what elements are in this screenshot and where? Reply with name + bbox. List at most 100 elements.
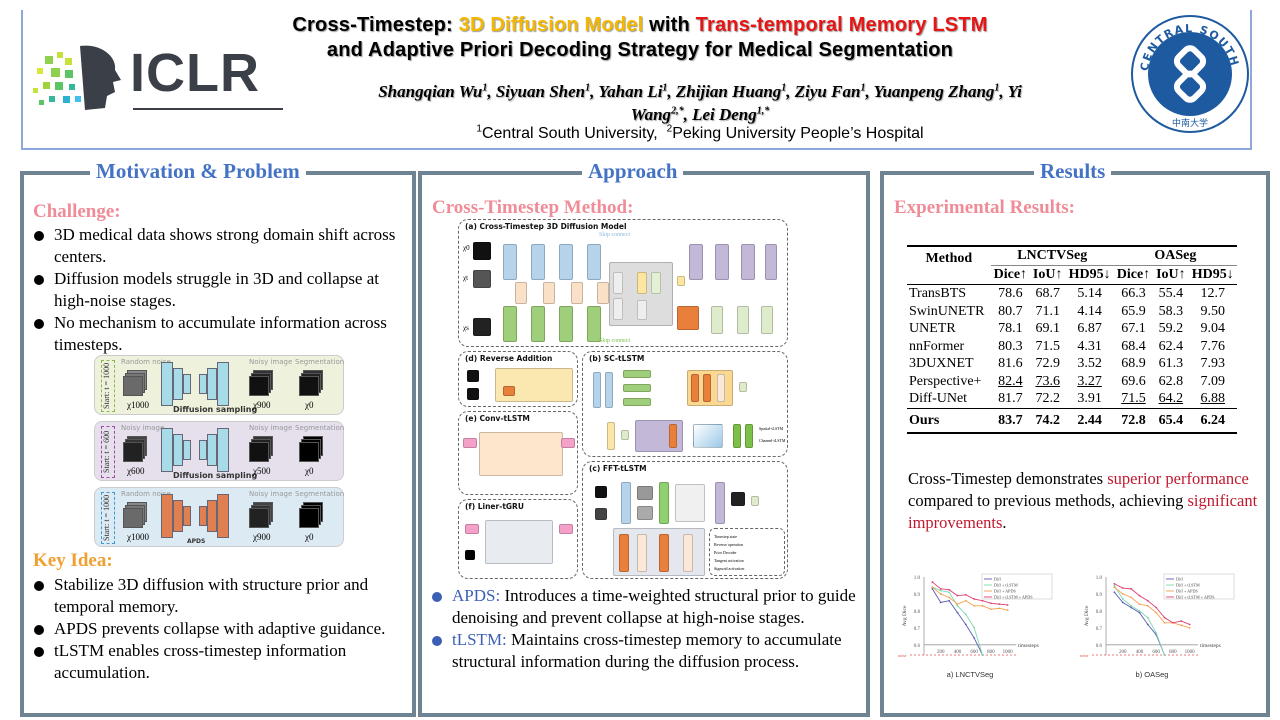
freq-map (637, 486, 653, 500)
point-text: Maintains cross-timestep memory to accum… (452, 630, 842, 671)
segmentation-volume-icon (299, 370, 325, 396)
hidden-state-icon (561, 438, 575, 448)
data-point (1163, 621, 1166, 624)
x-axis-label: timesteps (1200, 643, 1221, 649)
resblock (605, 372, 613, 408)
data-point (939, 587, 942, 590)
value-cell: 7.93 (1200, 356, 1226, 371)
net-caption: Diffusion sampling (173, 405, 258, 414)
panel-e-title: (e) Conv-tLSTM (465, 414, 530, 423)
data-point (1146, 616, 1149, 619)
skip-connect-top: Skip connect (599, 232, 631, 238)
method-cell: Ours (907, 407, 991, 434)
value-cell: 73.6 (1035, 373, 1060, 389)
data-point (1138, 603, 1141, 606)
panel-f-title: (f) Liner-tGRU (465, 502, 524, 511)
value-cell: 67.1 (1121, 321, 1146, 336)
xt-volume-icon (473, 270, 491, 288)
data-point (1163, 654, 1166, 656)
data-point (1180, 620, 1183, 622)
author-sup: 1 (781, 82, 787, 94)
feed-forward-block (651, 272, 661, 294)
x-tick-label: 200 (937, 650, 945, 655)
value-cell: 3.91 (1077, 391, 1102, 406)
x-tick-label: 1000 (1003, 650, 1014, 655)
approach-points: APDS: Introduces a time-weighted structu… (422, 585, 870, 673)
data-point (981, 604, 984, 607)
legend-item: Tangent activation (714, 558, 744, 563)
data-point (981, 654, 984, 656)
fft-tlstm-block (571, 282, 583, 304)
legend-label: Diff + APDS (1176, 589, 1199, 594)
data-point (1155, 611, 1158, 614)
legend-item: Sigmoid activation (714, 566, 745, 571)
author-sup: 1 (994, 82, 1000, 94)
sc-tlstm-block (741, 244, 755, 280)
challenge-list: 3D medical data shows strong domain shif… (24, 224, 414, 356)
legend-label: Diff + APDS (994, 589, 1017, 594)
diagram-legend: Timestep state Reverse operation Prior D… (709, 528, 785, 576)
affil-sup: 1 (476, 123, 482, 135)
resblock (613, 272, 623, 294)
resblock (637, 300, 647, 320)
data-point (1188, 623, 1191, 626)
legend-label: Diff + tLSTM + APDS (994, 595, 1033, 600)
noisy-volume-icon (123, 436, 149, 462)
y-tick-label: 1.0 (914, 576, 921, 581)
author: Yuanpeng Zhang (873, 82, 995, 101)
mid-label: Noisy image (249, 424, 293, 432)
output-chi: χ0 (305, 400, 314, 410)
metric-header: IoU↑ (1156, 267, 1186, 282)
data-point (931, 587, 934, 590)
baseline-label: noise (898, 653, 907, 658)
value-cell: 5.14 (1065, 284, 1114, 303)
results-summary: Cross-Timestep demonstrates superior per… (908, 468, 1258, 534)
data-point (956, 594, 959, 597)
data-point (973, 637, 976, 639)
noisy-volume-icon (249, 436, 275, 462)
approach-point: tLSTM: Maintains cross-timestep memory t… (422, 629, 870, 673)
x-axis-label: timesteps (1018, 643, 1039, 649)
data-point (956, 611, 959, 614)
liner-tgru-cell (485, 520, 553, 564)
author: Lei Deng (692, 105, 757, 124)
sampling-row: Start: t = 600 Noisy image χ600 Diffusio… (94, 421, 344, 481)
diagram-panel-f: (f) Liner-tGRU (458, 499, 578, 579)
table-header-row: Method LNCTVSeg OASeg (907, 246, 1237, 266)
value-cell: 72.9 (1035, 356, 1060, 371)
approach-heading: Approach (582, 159, 684, 184)
pool-x (623, 384, 651, 392)
conv-tlstm (703, 374, 711, 402)
legend-label: Diff + tLSTM + APDS (1176, 595, 1215, 600)
value-cell: 65.9 (1121, 303, 1146, 319)
title-part-1: Cross-Timestep: (292, 14, 459, 36)
data-point (956, 603, 959, 606)
liner-tgru (683, 534, 693, 572)
skip-connect-bottom: Skip connect (599, 338, 631, 344)
net-caption: APDS (187, 538, 206, 545)
data-point (964, 613, 967, 616)
hidden-state-icon (465, 524, 479, 534)
data-point (1138, 610, 1141, 612)
key-idea-item: tLSTM enables cross-timestep information… (24, 640, 416, 684)
data-point (1113, 591, 1116, 594)
sc-tlstm-block (587, 244, 601, 280)
csu-chinese-text: 中南大学 (1172, 117, 1208, 128)
data-point (1155, 606, 1158, 609)
value-cell: 9.04 (1200, 321, 1226, 336)
value-cell: 71.5 (1121, 391, 1146, 406)
xs-label: χs (463, 324, 469, 332)
diagram-panel-a: (a) Cross-Timestep 3D Diffusion Model Sk… (458, 219, 788, 347)
avgpool-block (733, 424, 741, 448)
legend-label: Diff (1176, 577, 1184, 582)
value-cell: 72.8 (1113, 407, 1154, 434)
x0-volume-icon (473, 242, 491, 260)
xs-volume-icon (473, 318, 491, 336)
diagram-panel-c: (c) FFT-tLSTM Timestep state Reverse ope… (582, 461, 788, 579)
data-point (931, 581, 934, 583)
data-point (1172, 621, 1174, 624)
sampling-row: Start: t = 1000 Random noise χ1000 APDS … (94, 487, 344, 547)
